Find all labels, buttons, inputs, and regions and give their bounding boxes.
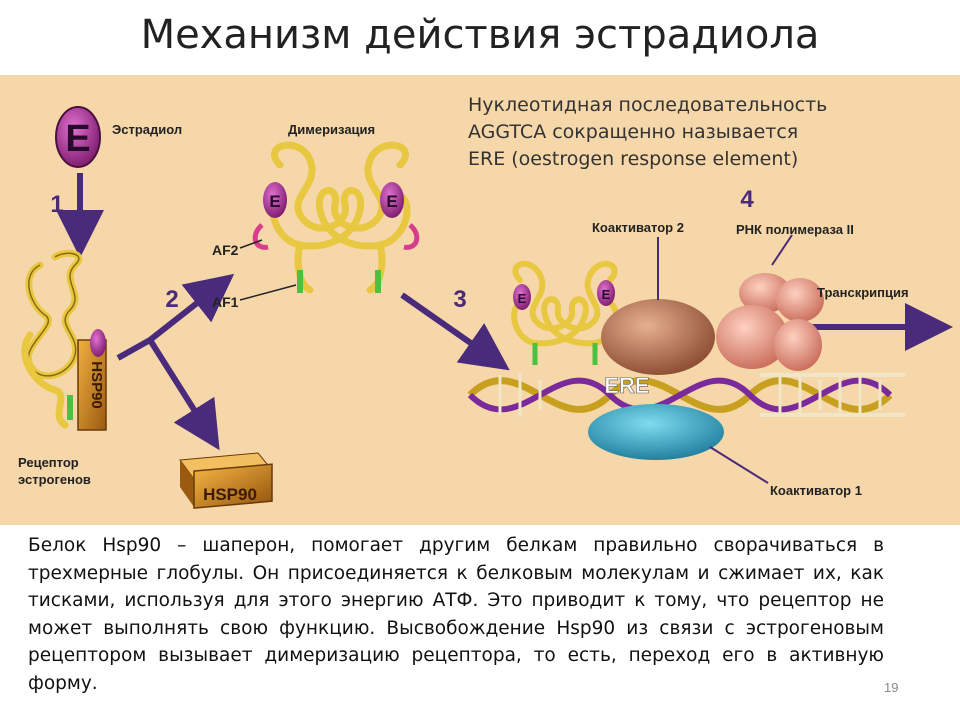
rna-polymerase xyxy=(716,273,824,371)
coactivator2-label: Коактиватор 2 xyxy=(592,220,684,235)
af1-label: AF1 xyxy=(212,294,239,310)
svg-text:E: E xyxy=(602,287,611,302)
rna-polymerase-label: РНК полимераза II xyxy=(736,222,854,237)
step-number-1: 1 xyxy=(50,191,63,218)
ere-label: ERE xyxy=(604,373,649,398)
slide-title: Механизм действия эстрадиола xyxy=(140,12,820,58)
ere-note-line2: AGGTCA сокращенно называется xyxy=(468,121,799,143)
estradiol-molecule: E xyxy=(55,106,101,168)
svg-text:E: E xyxy=(386,192,397,211)
ere-note-line1: Нуклеотидная последовательность xyxy=(468,94,828,116)
svg-text:E: E xyxy=(518,291,527,306)
receptor-label-line2: эстрогенов xyxy=(18,472,91,487)
receptor-dimer: E E xyxy=(252,141,420,294)
af2-label: AF2 xyxy=(212,242,239,258)
coactivator-2 xyxy=(601,299,715,375)
arrow-step-2 xyxy=(116,273,235,451)
dimerization-label: Димеризация xyxy=(288,122,376,137)
hsp90-released-label: HSP90 xyxy=(203,485,257,504)
mechanism-diagram: E HSP90 HSP90 xyxy=(21,106,953,509)
diagram-panel: E HSP90 HSP90 xyxy=(0,75,960,525)
dna-helix xyxy=(467,373,905,417)
estradiol-letter: E xyxy=(65,118,90,160)
step-number-4: 4 xyxy=(740,186,754,213)
estradiol-label: Эстрадиол xyxy=(112,122,183,137)
coactivator-1 xyxy=(588,404,724,460)
transcription-label: Транскрипция xyxy=(817,285,909,300)
svg-text:E: E xyxy=(269,192,280,211)
page-number: 19 xyxy=(884,680,899,695)
ere-note: Нуклеотидная последовательность AGGTCA с… xyxy=(468,92,827,173)
arrow-step-3 xyxy=(400,292,510,371)
ere-note-line3: ERE (oestrogen response element) xyxy=(468,148,799,170)
receptor-label-line1: Рецептор xyxy=(18,455,79,470)
hsp90-attached-label: HSP90 xyxy=(88,361,105,409)
step-number-2: 2 xyxy=(165,286,178,313)
hsp90-released: HSP90 xyxy=(179,452,273,509)
hsp90-explanation: Белок Hsp90 – шаперон, помогает другим б… xyxy=(28,535,884,694)
coactivator1-label: Коактиватор 1 xyxy=(770,483,862,498)
step-number-3: 3 xyxy=(453,286,466,313)
receptor-with-hsp90: HSP90 xyxy=(21,249,107,431)
bound-dimer: E E xyxy=(511,260,619,365)
